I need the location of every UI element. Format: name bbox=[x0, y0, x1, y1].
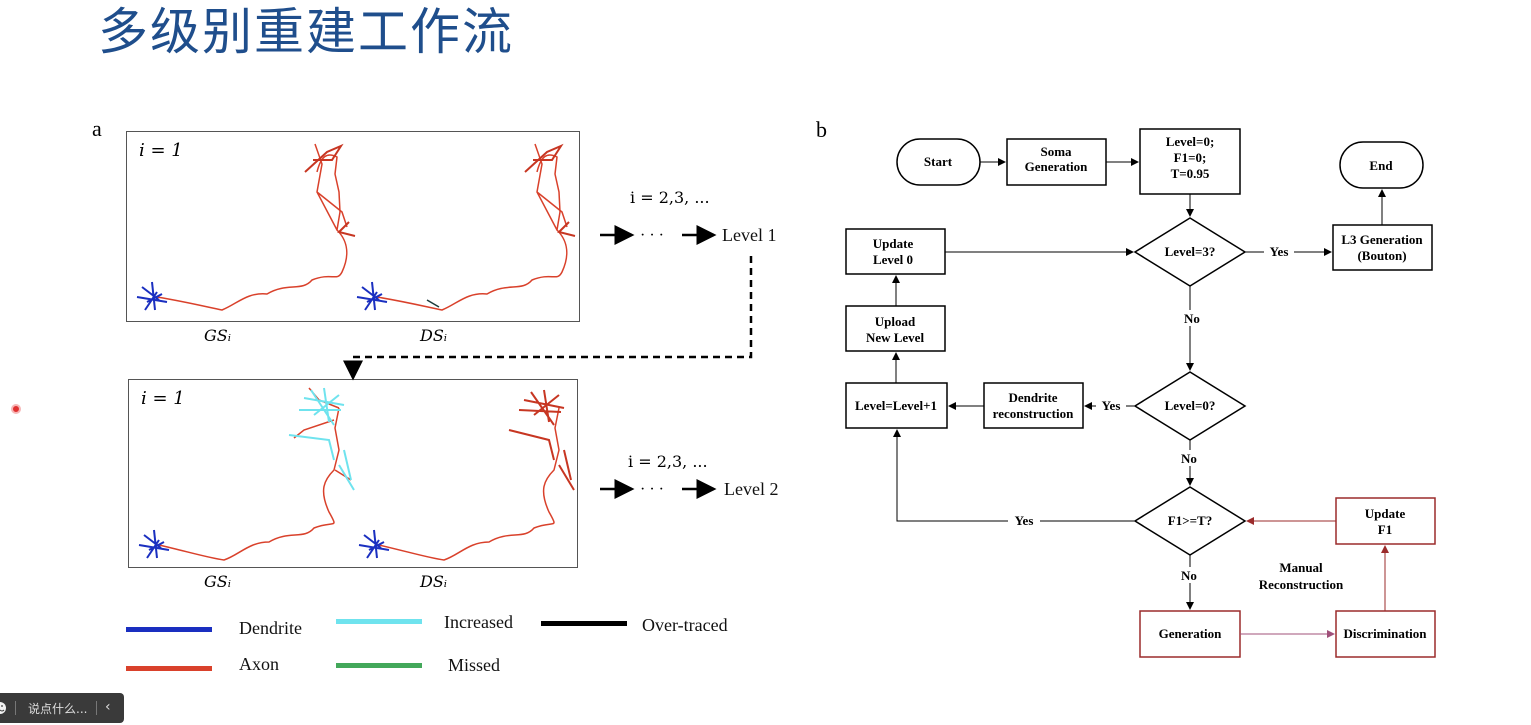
iteration-range-label-top: i = 2,3, ... bbox=[630, 188, 710, 207]
edge-f1-yes bbox=[893, 429, 1135, 522]
neuron-image-level1 bbox=[136, 143, 576, 311]
legend-dendrite-label: Dendrite bbox=[239, 618, 302, 638]
upload-text-2: New Level bbox=[866, 330, 925, 345]
panel-a-letter: a bbox=[92, 116, 102, 141]
no-l3-label: No bbox=[1184, 311, 1200, 326]
gs-neuron-top bbox=[136, 143, 356, 311]
chevron-left-icon[interactable]: ‹ bbox=[105, 699, 111, 715]
iteration-index-label: i = 1 bbox=[139, 140, 183, 161]
level-1-label: Level 1 bbox=[722, 225, 777, 245]
no-l0-label: No bbox=[1181, 451, 1197, 466]
legend-axon-swatch bbox=[126, 666, 212, 671]
comment-input[interactable]: 说点什么... bbox=[28, 702, 88, 716]
neuron-box-level1: i = 1 bbox=[126, 131, 580, 322]
level0-q-text: Level=0? bbox=[1165, 398, 1216, 413]
smile-icon[interactable] bbox=[0, 700, 12, 716]
legend-increased-label: Increased bbox=[444, 612, 513, 632]
level-2-label: Level 2 bbox=[724, 479, 779, 499]
soma-text-1: Soma bbox=[1040, 144, 1072, 159]
slide-title: 多级别重建工作流 bbox=[98, 3, 514, 61]
gs-neuron-bottom bbox=[138, 387, 355, 561]
neuron-image-level2 bbox=[138, 387, 575, 561]
manual-text-1: Manual bbox=[1279, 560, 1323, 575]
dendrite-text-1: Dendrite bbox=[1008, 390, 1057, 405]
discrimination-text: Discrimination bbox=[1343, 626, 1427, 641]
legend-overtraced-swatch bbox=[541, 621, 627, 626]
iteration-arrow-bottom: · · · bbox=[600, 479, 717, 499]
init-text-1: Level=0; bbox=[1166, 134, 1215, 149]
update-f1-node bbox=[1335, 497, 1436, 545]
separator bbox=[96, 701, 97, 715]
l3-text-1: L3 Generation bbox=[1341, 232, 1423, 247]
ds-label-top: DSᵢ bbox=[420, 326, 448, 345]
l3-generation-node bbox=[1332, 224, 1433, 271]
init-text-3: T=0.95 bbox=[1171, 166, 1210, 181]
no-f1-label: No bbox=[1181, 568, 1197, 583]
laser-pointer-dot bbox=[11, 404, 21, 414]
start-text: Start bbox=[924, 154, 953, 169]
soma-generation-node bbox=[1006, 138, 1107, 186]
end-node bbox=[1339, 141, 1424, 189]
l3-text-2: (Bouton) bbox=[1357, 248, 1406, 263]
iteration-range-label-bottom: i = 2,3, ... bbox=[628, 452, 708, 471]
f1-q-text: F1>=T? bbox=[1168, 513, 1212, 528]
gs-label-bottom: GSᵢ bbox=[204, 572, 231, 591]
manual-text-2: Reconstruction bbox=[1259, 577, 1344, 592]
ds-label-bottom: DSᵢ bbox=[420, 572, 448, 591]
separator bbox=[15, 701, 16, 715]
yes-f1-label: Yes bbox=[1015, 513, 1034, 528]
legend-dendrite-swatch bbox=[126, 627, 212, 632]
yes-l3-label: Yes bbox=[1270, 244, 1289, 259]
dendrite-text-2: reconstruction bbox=[993, 406, 1074, 421]
levelplus-text: Level=Level+1 bbox=[855, 398, 937, 413]
yes-l0-label: Yes bbox=[1102, 398, 1121, 413]
update-level0-text-1: Update bbox=[873, 236, 914, 251]
level-transition-arrow bbox=[343, 256, 753, 381]
dendrite-reconstruction-node bbox=[983, 382, 1084, 429]
ds-neuron-top bbox=[356, 143, 576, 311]
generation-node bbox=[1139, 610, 1241, 658]
update-f1-text-2: F1 bbox=[1378, 522, 1392, 537]
svg-text:· · ·: · · · bbox=[640, 227, 664, 244]
legend-missed-swatch bbox=[336, 663, 422, 668]
soma-text-2: Generation bbox=[1025, 159, 1089, 174]
update-f1-text-1: Update bbox=[1365, 506, 1406, 521]
upload-text-1: Upload bbox=[875, 314, 916, 329]
init-text-2: F1=0; bbox=[1174, 150, 1207, 165]
legend-missed-label: Missed bbox=[448, 655, 501, 675]
level-plus-one-node bbox=[845, 382, 948, 429]
gs-label-top: GSᵢ bbox=[204, 326, 231, 345]
legend-axon-label: Axon bbox=[239, 654, 279, 674]
update-level0-text-2: Level 0 bbox=[873, 252, 913, 267]
legend-increased-swatch bbox=[336, 619, 422, 624]
comment-bar[interactable]: 说点什么... ‹ bbox=[0, 693, 124, 723]
init-node bbox=[1139, 128, 1241, 195]
legend-overtraced-label: Over-traced bbox=[642, 615, 728, 635]
panel-b-letter: b bbox=[816, 117, 827, 142]
svg-text:· · ·: · · · bbox=[640, 481, 664, 498]
ds-neuron-bottom bbox=[358, 389, 575, 561]
end-text: End bbox=[1369, 158, 1393, 173]
neuron-box-level2: i = 1 bbox=[128, 379, 578, 568]
generation-text: Generation bbox=[1159, 626, 1223, 641]
iteration-arrow-top: · · · bbox=[600, 225, 717, 245]
iteration-index-label: i = 1 bbox=[141, 388, 185, 409]
level3-q-text: Level=3? bbox=[1165, 244, 1216, 259]
